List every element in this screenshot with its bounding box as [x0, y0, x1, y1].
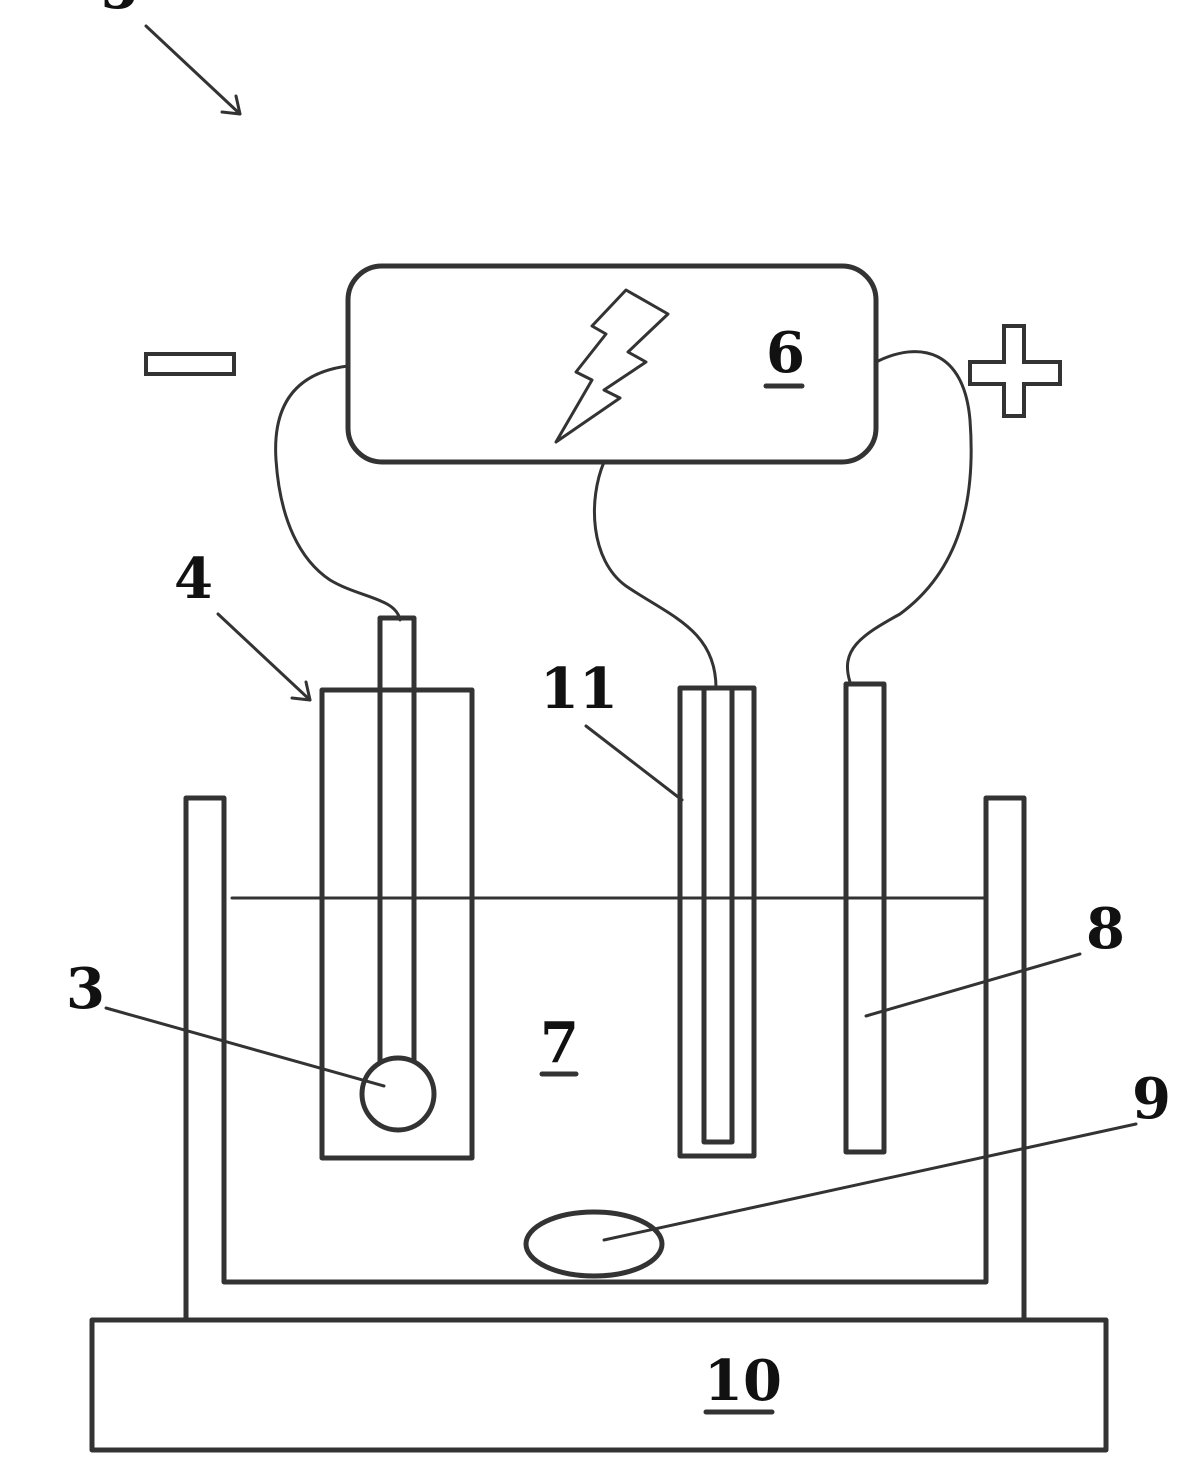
sample-rod [362, 618, 434, 1130]
lightning-bolt-icon [556, 290, 668, 442]
label-assembly: 5 [100, 0, 139, 22]
wire-positive [847, 352, 971, 682]
label-stir-bar: 9 [1132, 1066, 1171, 1132]
power-supply: 6 [348, 266, 876, 462]
label-cathode-assembly: 4 [174, 546, 213, 612]
label-anode: 8 [1086, 896, 1125, 962]
cathode-assembly-arrow [218, 614, 310, 700]
sample-leader [106, 1008, 384, 1086]
beaker [186, 798, 1024, 1320]
wire-negative [276, 366, 400, 620]
plus-sign-icon [970, 326, 1060, 416]
anode-leader [866, 954, 1080, 1016]
anode [846, 684, 884, 1152]
label-power-supply: 6 [766, 320, 805, 386]
label-electrolyte: 7 [540, 1010, 579, 1076]
base-plate: 10 [92, 1320, 1106, 1450]
stir-bar-leader [604, 1124, 1136, 1240]
stir-bar [526, 1212, 662, 1276]
reference-electrode [680, 688, 754, 1156]
assembly-arrow [146, 26, 240, 114]
sample [362, 1058, 434, 1130]
label-base-plate: 10 [704, 1348, 782, 1414]
reference-electrode-leader [586, 726, 682, 800]
wire-reference [594, 462, 716, 688]
minus-sign-icon [146, 354, 234, 374]
label-sample: 3 [66, 956, 105, 1022]
label-reference-electrode: 11 [540, 656, 618, 722]
